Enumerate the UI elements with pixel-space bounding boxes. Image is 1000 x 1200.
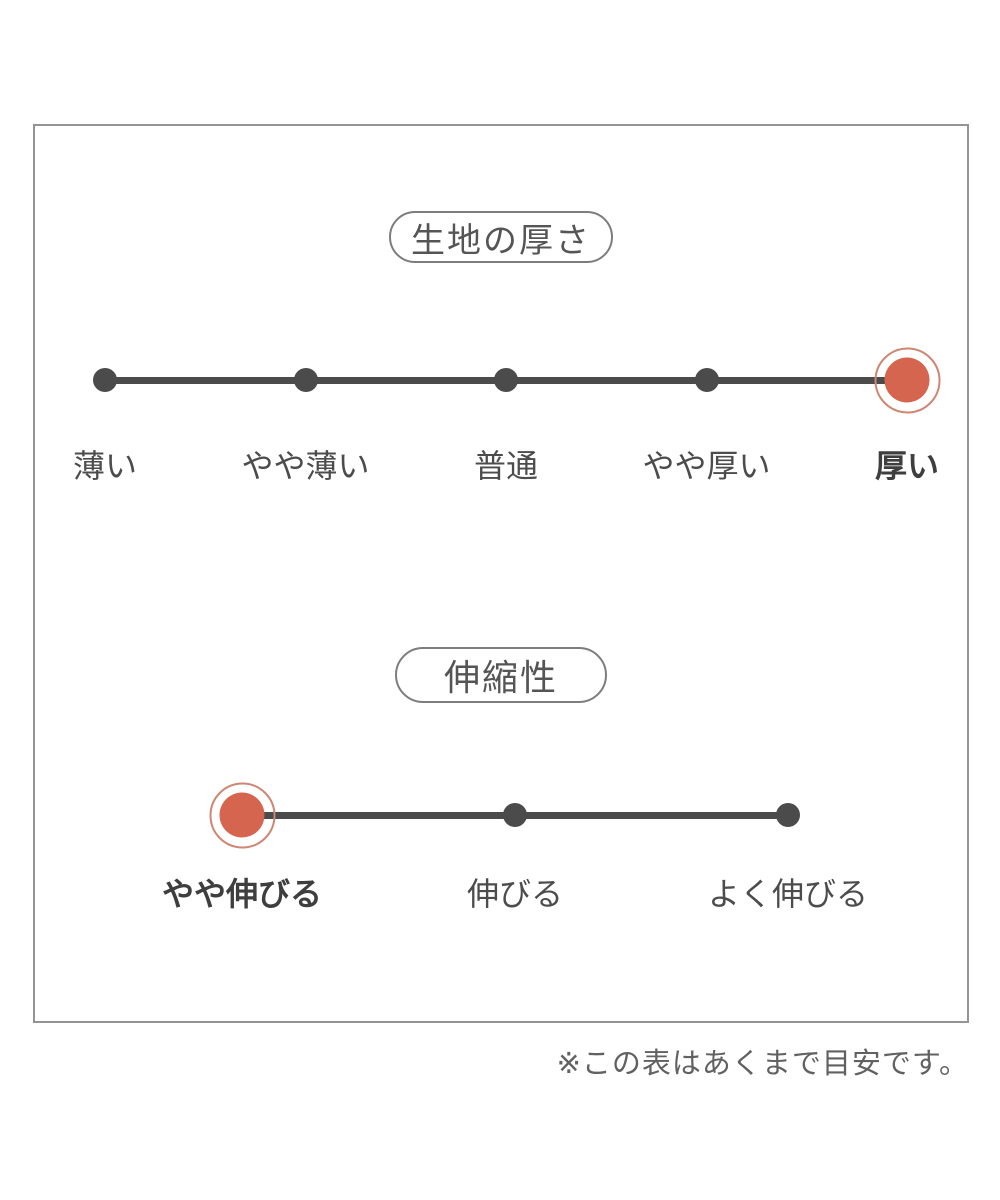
thickness-label-4: やや厚い [642, 447, 771, 485]
selected-dot-ring [874, 347, 940, 413]
thickness-dot-4 [694, 368, 719, 392]
thickness-label-2: やや薄い [241, 447, 370, 485]
thickness-label-3: 普通 [473, 447, 539, 485]
stretch-dot-2 [503, 803, 527, 827]
stretch-label-2: 伸びる [466, 875, 564, 913]
thickness-dot-2 [293, 368, 318, 392]
section-title-pill-stretch: 伸縮性 [395, 647, 607, 703]
section-title-thickness: 生地の厚さ [411, 220, 591, 261]
thickness-dot-3 [494, 368, 518, 392]
thickness-label-selected: 厚い [874, 447, 940, 485]
stretch-dot-selected [209, 782, 275, 848]
selected-dot-ring [209, 782, 275, 848]
thickness-dot-selected [874, 347, 940, 413]
thickness-label-1: 薄い [72, 447, 138, 485]
stretch-dot-3 [776, 803, 800, 827]
stretch-labels: やや伸びる 伸びる よく伸びる [162, 875, 868, 917]
section-title-pill-thickness: 生地の厚さ [389, 211, 613, 263]
thickness-labels: 薄い やや薄い 普通 やや厚い 厚い [73, 447, 939, 489]
section-title-stretch: 伸縮性 [443, 658, 558, 699]
spec-frame: 生地の厚さ 薄い やや薄い 普通 やや厚い 厚い 伸縮性 [33, 124, 969, 1023]
thickness-dot-1 [93, 368, 117, 392]
stretch-label-selected: やや伸びる [161, 875, 323, 913]
footer-note: ※この表はあくまで目安です。 [556, 1046, 969, 1080]
stretch-label-3: よく伸びる [707, 875, 869, 913]
